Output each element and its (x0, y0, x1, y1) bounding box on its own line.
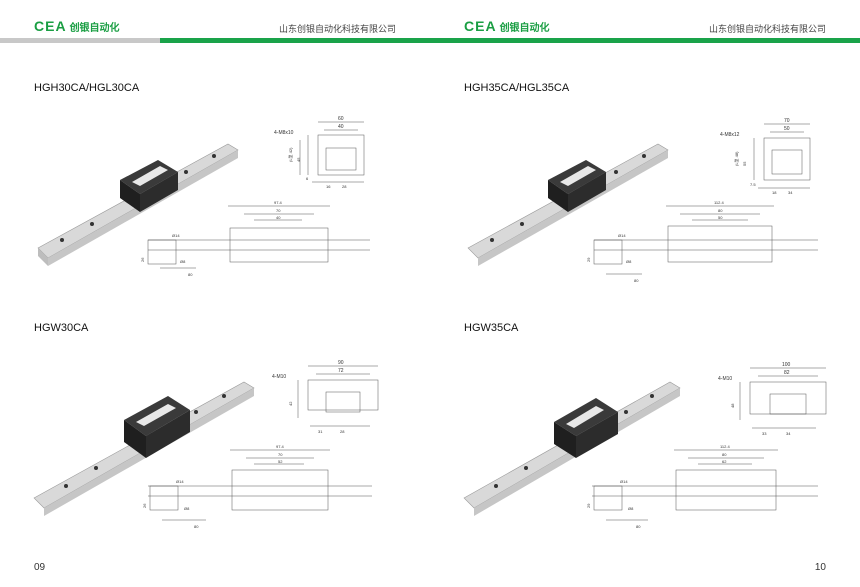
dim-label: 80 (634, 278, 639, 283)
dim-label: 112.4 (714, 200, 724, 205)
bolt-spec: 4-M10 (718, 376, 732, 382)
dim-label: 26 (140, 257, 145, 262)
linear-guide-photo (463, 381, 681, 516)
dim-label: Ø14 (176, 479, 184, 484)
page-right: CEA 创银自动化 山东创银自动化科技有限公司 HGH35CA/HGL35CA … (430, 0, 860, 587)
dim-label: 33 (762, 431, 767, 436)
dimension-drawing-end (739, 367, 827, 429)
dim-label: 80 (636, 524, 641, 529)
logo-mark: CEA (464, 18, 497, 34)
dim-label: 42 (288, 401, 293, 406)
dim-label: (L型 42) (287, 147, 293, 162)
dim-label: 29 (586, 503, 591, 508)
dim-label: 16 (326, 184, 331, 189)
dim-label: 80 (194, 524, 199, 529)
dim-label: 80 (718, 208, 723, 213)
page-number: 10 (814, 562, 826, 573)
dim-label: 40 (338, 124, 344, 130)
dim-label: Ø14 (620, 479, 628, 484)
dim-label: (L型 48) (733, 151, 739, 166)
dimension-drawing-end (299, 121, 365, 183)
dim-label: 45 (296, 157, 301, 162)
page-header: CEA 创银自动化 山东创银自动化科技有限公司 (430, 0, 860, 42)
dimension-drawing-plan (148, 449, 372, 521)
brand-logo: CEA 创银自动化 (464, 18, 550, 34)
dimension-drawing-plan (593, 205, 818, 275)
dim-label: 18 (772, 190, 777, 195)
page-left: CEA 创银自动化 山东创银自动化科技有限公司 HGH30CA/HGL30CA … (0, 0, 430, 573)
dim-label: 48 (730, 403, 735, 408)
model-title: HGH30CA/HGL30CA (34, 82, 140, 94)
dimension-drawing-plan (592, 449, 818, 521)
dim-label: 97.4 (276, 444, 285, 449)
dim-label: Ø14 (618, 233, 626, 238)
header-bar-green (160, 38, 430, 43)
dim-label: 82 (784, 370, 790, 376)
technical-drawing: 90 72 4-M10 42 31 28 97.4 70 52 Ø14 26 Ø… (33, 360, 379, 529)
model-title: HGH35CA/HGL35CA (464, 82, 570, 94)
model-title: HGW35CA (464, 322, 519, 334)
technical-drawing: 60 40 4-M8x10 (L型 42) 45 6 16 28 97.4 70… (37, 116, 370, 277)
dim-label: 60 (338, 116, 344, 122)
dim-label: 100 (782, 362, 791, 368)
technical-drawing: 70 50 4-M8x12 (L型 48) 55 7.5 18 34 112.4… (467, 118, 818, 283)
dim-label: 70 (276, 208, 281, 213)
dim-label: 80 (188, 272, 193, 277)
dim-label: 70 (784, 118, 790, 124)
dim-label: 72 (338, 368, 344, 374)
dim-label: Ø8 (184, 506, 190, 511)
dim-label: 50 (784, 126, 790, 132)
linear-guide-photo (37, 143, 239, 266)
linear-guide-photo (467, 143, 669, 266)
dim-label: 52 (278, 459, 283, 464)
dim-label: 29 (586, 257, 591, 262)
dim-label: Ø8 (180, 259, 186, 264)
company-name: 山东创银自动化科技有限公司 (708, 24, 826, 34)
dim-label: Ø8 (628, 506, 634, 511)
logo-name: 创银自动化 (69, 22, 120, 34)
page-header: CEA 创银自动化 山东创银自动化科技有限公司 (0, 0, 430, 42)
header-bar-green (430, 38, 860, 43)
dim-label: Ø14 (172, 233, 180, 238)
dim-label: 26 (142, 503, 147, 508)
dim-label: 50 (718, 215, 723, 220)
dim-label: 62 (722, 459, 727, 464)
bolt-spec: 4-M10 (272, 374, 286, 380)
dim-label: 28 (340, 429, 345, 434)
dim-label: 112.4 (720, 444, 730, 449)
dim-label: 28 (342, 184, 347, 189)
dim-label: 97.4 (274, 200, 283, 205)
dimension-drawing-end (297, 365, 379, 427)
dim-label: 34 (788, 190, 793, 195)
header-bar-gray (0, 38, 160, 43)
dim-label: 80 (722, 452, 727, 457)
bolt-spec: 4-M8x12 (720, 132, 740, 138)
dim-label: 55 (742, 161, 747, 166)
dim-label: 34 (786, 431, 791, 436)
dim-label: Ø8 (626, 259, 632, 264)
logo-name: 创银自动化 (499, 22, 550, 34)
dimension-drawing-end (753, 123, 811, 189)
technical-drawing: 100 82 4-M10 48 33 34 112.4 80 62 Ø14 29… (463, 362, 827, 529)
dim-label: 90 (338, 360, 344, 366)
page-number: 09 (34, 562, 46, 573)
dim-label: 40 (276, 215, 281, 220)
brand-logo: CEA 创银自动化 (34, 18, 120, 34)
dimension-drawing-plan (147, 205, 370, 269)
company-name: 山东创银自动化科技有限公司 (278, 24, 396, 34)
linear-guide-photo (33, 381, 255, 516)
model-title: HGW30CA (34, 322, 89, 334)
bolt-spec: 4-M8x10 (274, 130, 294, 136)
dim-label: 31 (318, 429, 323, 434)
dim-label: 70 (278, 452, 283, 457)
dim-label: 7.5 (750, 182, 756, 187)
dim-label: 6 (306, 176, 309, 181)
logo-mark: CEA (34, 18, 67, 34)
